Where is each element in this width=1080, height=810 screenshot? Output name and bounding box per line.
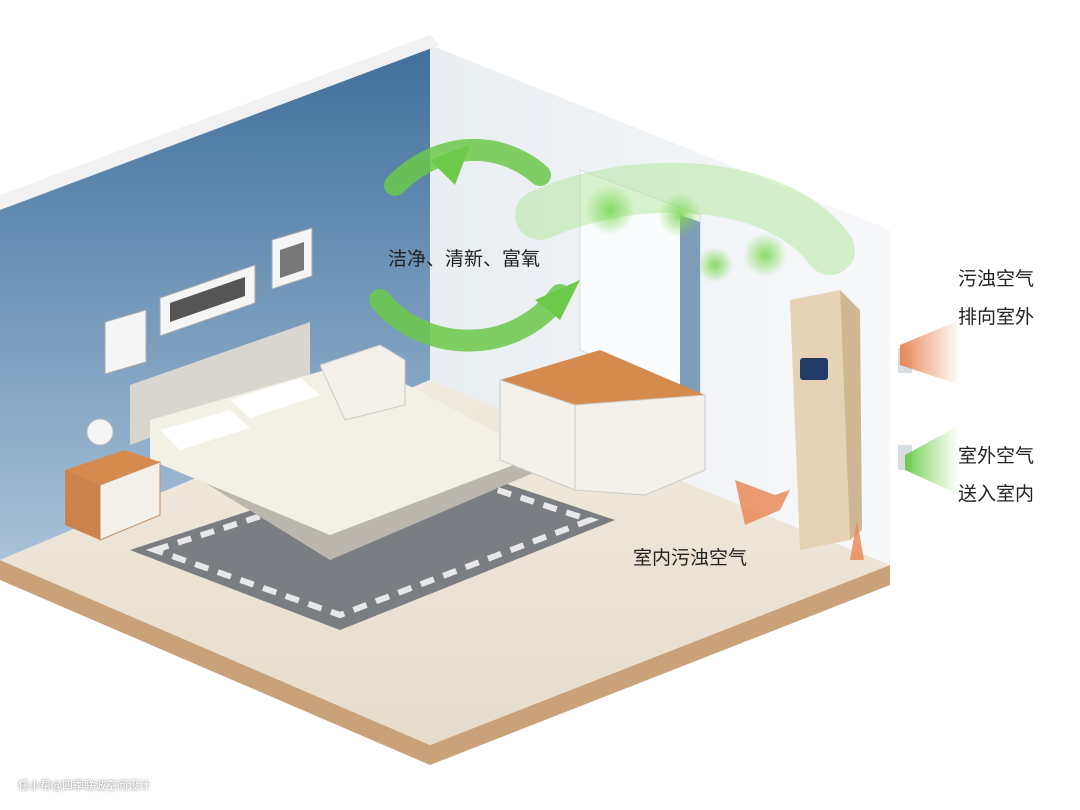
air-vent-glow <box>743 233 787 277</box>
intake-label-line2: 送入室内 <box>958 483 1035 505</box>
nightstand-right <box>319 344 406 421</box>
green-arrow-top <box>384 139 551 196</box>
curtain <box>680 215 700 410</box>
wall-pictures <box>104 227 313 375</box>
indoor-air-label: 室内污浊空气 <box>633 547 748 569</box>
picture-frame <box>104 309 147 375</box>
air-vent-glow <box>697 247 733 283</box>
bed <box>130 322 540 560</box>
arrow-head <box>535 280 580 320</box>
green-arrow-bottom <box>369 284 571 352</box>
rug-pattern <box>145 461 600 619</box>
air-vent-glow <box>658 193 702 237</box>
exhaust-arrow <box>900 320 960 385</box>
clean-air-arrows <box>369 139 855 352</box>
indoor-air-arrow <box>735 480 790 525</box>
watermark: 任小帮@四季联诚空间设计 <box>18 779 150 792</box>
lamp <box>86 418 114 446</box>
fresh-air-unit <box>790 290 912 550</box>
air-vent-glow <box>585 185 635 235</box>
exhaust-label-line1: 污浊空气 <box>958 268 1035 290</box>
arrow-head <box>430 145 470 185</box>
fresh-air-stream <box>515 162 855 275</box>
furniture <box>65 344 706 541</box>
unit-display <box>800 358 828 380</box>
left-wall-top <box>0 35 440 210</box>
intake-label-line1: 室外空气 <box>958 445 1035 467</box>
pillow <box>230 378 320 418</box>
indoor-air-arrow-up <box>850 520 864 560</box>
pillow <box>160 410 250 450</box>
nightstand <box>65 450 160 485</box>
exhaust-label-line2: 排向室外 <box>958 306 1035 328</box>
intake-arrow <box>905 425 960 495</box>
clean-air-label: 洁净、清新、富氧 <box>388 248 541 270</box>
